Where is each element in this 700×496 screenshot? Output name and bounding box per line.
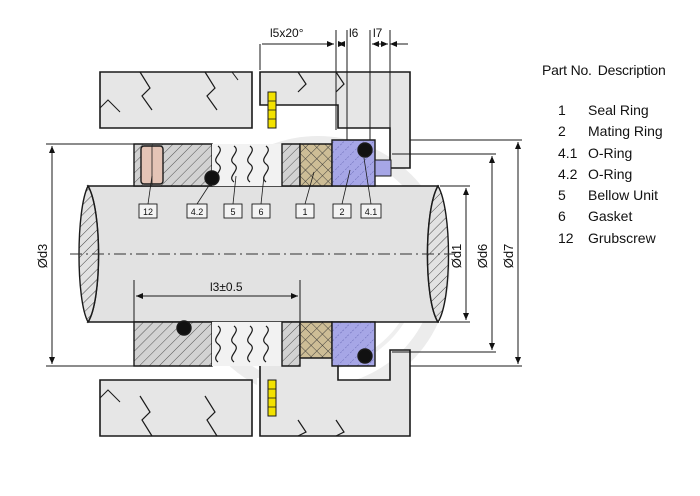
dim-d1: Ød1 xyxy=(449,244,464,269)
part-desc: Gasket xyxy=(588,208,633,225)
parts-row: 2 Mating Ring xyxy=(542,121,698,142)
callout-6: 6 xyxy=(251,203,271,219)
callout-leaders xyxy=(147,157,372,205)
callout-1: 1 xyxy=(295,203,315,219)
part-no: 6 xyxy=(558,208,566,225)
part-no: 4.2 xyxy=(558,165,578,182)
parts-row: 5 Bellow Unit xyxy=(542,185,698,206)
o-ring-4-2-upper xyxy=(204,170,220,186)
parts-row: 4.1 O-Ring xyxy=(542,143,698,164)
dim-d7: Ød7 xyxy=(501,244,516,269)
svg-text:1: 1 xyxy=(302,207,307,217)
svg-text:12: 12 xyxy=(143,207,153,217)
part-no: 12 xyxy=(558,229,574,246)
shaft xyxy=(70,184,455,324)
part-no: 4.1 xyxy=(558,144,578,161)
svg-text:6: 6 xyxy=(258,207,263,217)
dim-d6: Ød6 xyxy=(475,244,490,269)
bellow-spring-upper xyxy=(215,145,269,183)
callout-boxes: 12 4.2 5 6 1 2 4.1 xyxy=(138,203,382,219)
part-desc: O-Ring xyxy=(588,144,633,161)
svg-text:5: 5 xyxy=(230,207,235,217)
part-no: 5 xyxy=(558,187,566,204)
parts-row: 4.2 O-Ring xyxy=(542,164,698,185)
part-desc: Bellow Unit xyxy=(588,187,659,204)
callout-4-1: 4.1 xyxy=(360,203,382,219)
dim-d3: Ød3 xyxy=(35,244,50,269)
header-part-no: Part No. xyxy=(542,62,592,78)
parts-row: 1 Seal Ring xyxy=(542,100,698,121)
bellow-gap-lower xyxy=(212,322,282,366)
o-ring-4-1-lower xyxy=(357,348,373,364)
callout-12: 12 xyxy=(138,203,158,219)
callout-2: 2 xyxy=(332,203,352,219)
part-no: 1 xyxy=(558,102,566,118)
part-no: 2 xyxy=(558,123,566,140)
svg-text:4.1: 4.1 xyxy=(365,207,378,217)
dim-l5: l5x20° xyxy=(270,26,304,40)
parts-table-header: Part No. Description xyxy=(542,62,698,78)
seal-lower-section xyxy=(133,320,376,367)
parts-row: 6 Gasket xyxy=(542,206,698,227)
dimension-lines xyxy=(46,30,522,367)
svg-text:4.2: 4.2 xyxy=(191,207,204,217)
header-description: Description xyxy=(597,62,666,78)
retainer-collar-lower xyxy=(133,321,213,367)
dimension-labels: l5x20° l6 l7 l3±0.5 Ød3 Ød1 Ød6 Ød7 xyxy=(35,26,516,294)
dim-l3: l3±0.5 xyxy=(210,280,243,294)
dim-l6: l6 xyxy=(349,26,359,40)
part-desc: O-Ring xyxy=(588,165,633,182)
seal-upper-section xyxy=(133,139,392,187)
gasket-seal-upper xyxy=(299,143,333,187)
gasket-seal-lower xyxy=(299,321,333,359)
part-desc: Grubscrew xyxy=(588,229,656,246)
housing-upper xyxy=(99,70,411,169)
callout-5: 5 xyxy=(223,203,243,219)
dim-l7: l7 xyxy=(373,26,383,40)
o-ring-4-1-upper xyxy=(357,142,373,158)
callout-4-2: 4.2 xyxy=(186,203,208,219)
bellow-spring-lower xyxy=(215,325,269,363)
bellow-gap-upper xyxy=(212,144,282,186)
parts-table: Part No. Description 1 Seal Ring 2 Mating R… xyxy=(542,62,698,249)
o-ring-4-2-lower xyxy=(176,320,192,336)
parts-row: 12 Grubscrew xyxy=(542,228,698,249)
part-desc: Mating Ring xyxy=(588,123,663,140)
part-desc: Seal Ring xyxy=(588,102,649,118)
svg-text:2: 2 xyxy=(339,207,344,217)
